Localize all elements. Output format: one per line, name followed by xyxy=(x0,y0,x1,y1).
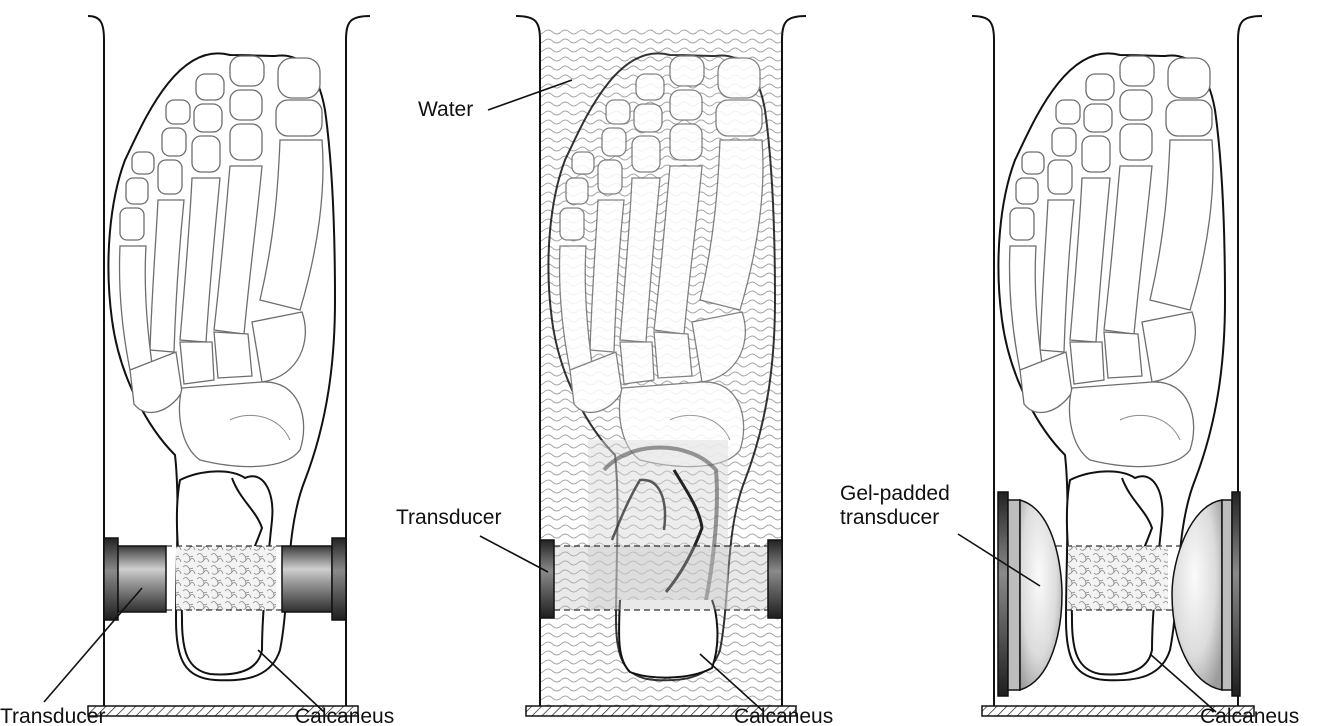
water-label: Water xyxy=(418,98,473,121)
measurement-region xyxy=(176,546,276,610)
transducer-left xyxy=(540,540,554,618)
transducer-label: Transducer xyxy=(0,705,105,726)
gel-transducer-label-line2: transducer xyxy=(840,506,939,529)
panel-dry-transducer: Transducer Calcaneus xyxy=(0,16,394,726)
left-wall xyxy=(88,16,104,710)
calcaneus xyxy=(619,600,717,678)
right-wall xyxy=(1238,16,1262,710)
calcaneus-label: Calcaneus xyxy=(1200,705,1299,726)
panel-water-bath: Water Transducer Calcaneus xyxy=(396,16,833,726)
measurement-region xyxy=(554,546,770,610)
calcaneus-label: Calcaneus xyxy=(295,705,394,726)
left-wall xyxy=(516,16,540,710)
transducer-left xyxy=(104,538,166,620)
right-wall xyxy=(782,16,806,710)
transducer-leader xyxy=(480,536,548,572)
gel-transducer-label-line1: Gel-padded xyxy=(840,482,950,505)
calcaneus-label: Calcaneus xyxy=(734,705,833,726)
transducer-leader xyxy=(44,588,142,702)
measurement-region xyxy=(1068,546,1168,610)
panel-gel-padded: Gel-padded transducer Calcaneus xyxy=(840,16,1299,726)
gel-transducer-left xyxy=(998,492,1062,696)
calcaneus-leader xyxy=(258,650,324,712)
transducer-right xyxy=(768,540,782,618)
left-wall xyxy=(972,16,994,710)
gel-transducer-right xyxy=(1172,492,1240,696)
transducer-label: Transducer xyxy=(396,506,501,529)
transducer-right xyxy=(282,538,346,620)
right-wall xyxy=(346,16,370,710)
